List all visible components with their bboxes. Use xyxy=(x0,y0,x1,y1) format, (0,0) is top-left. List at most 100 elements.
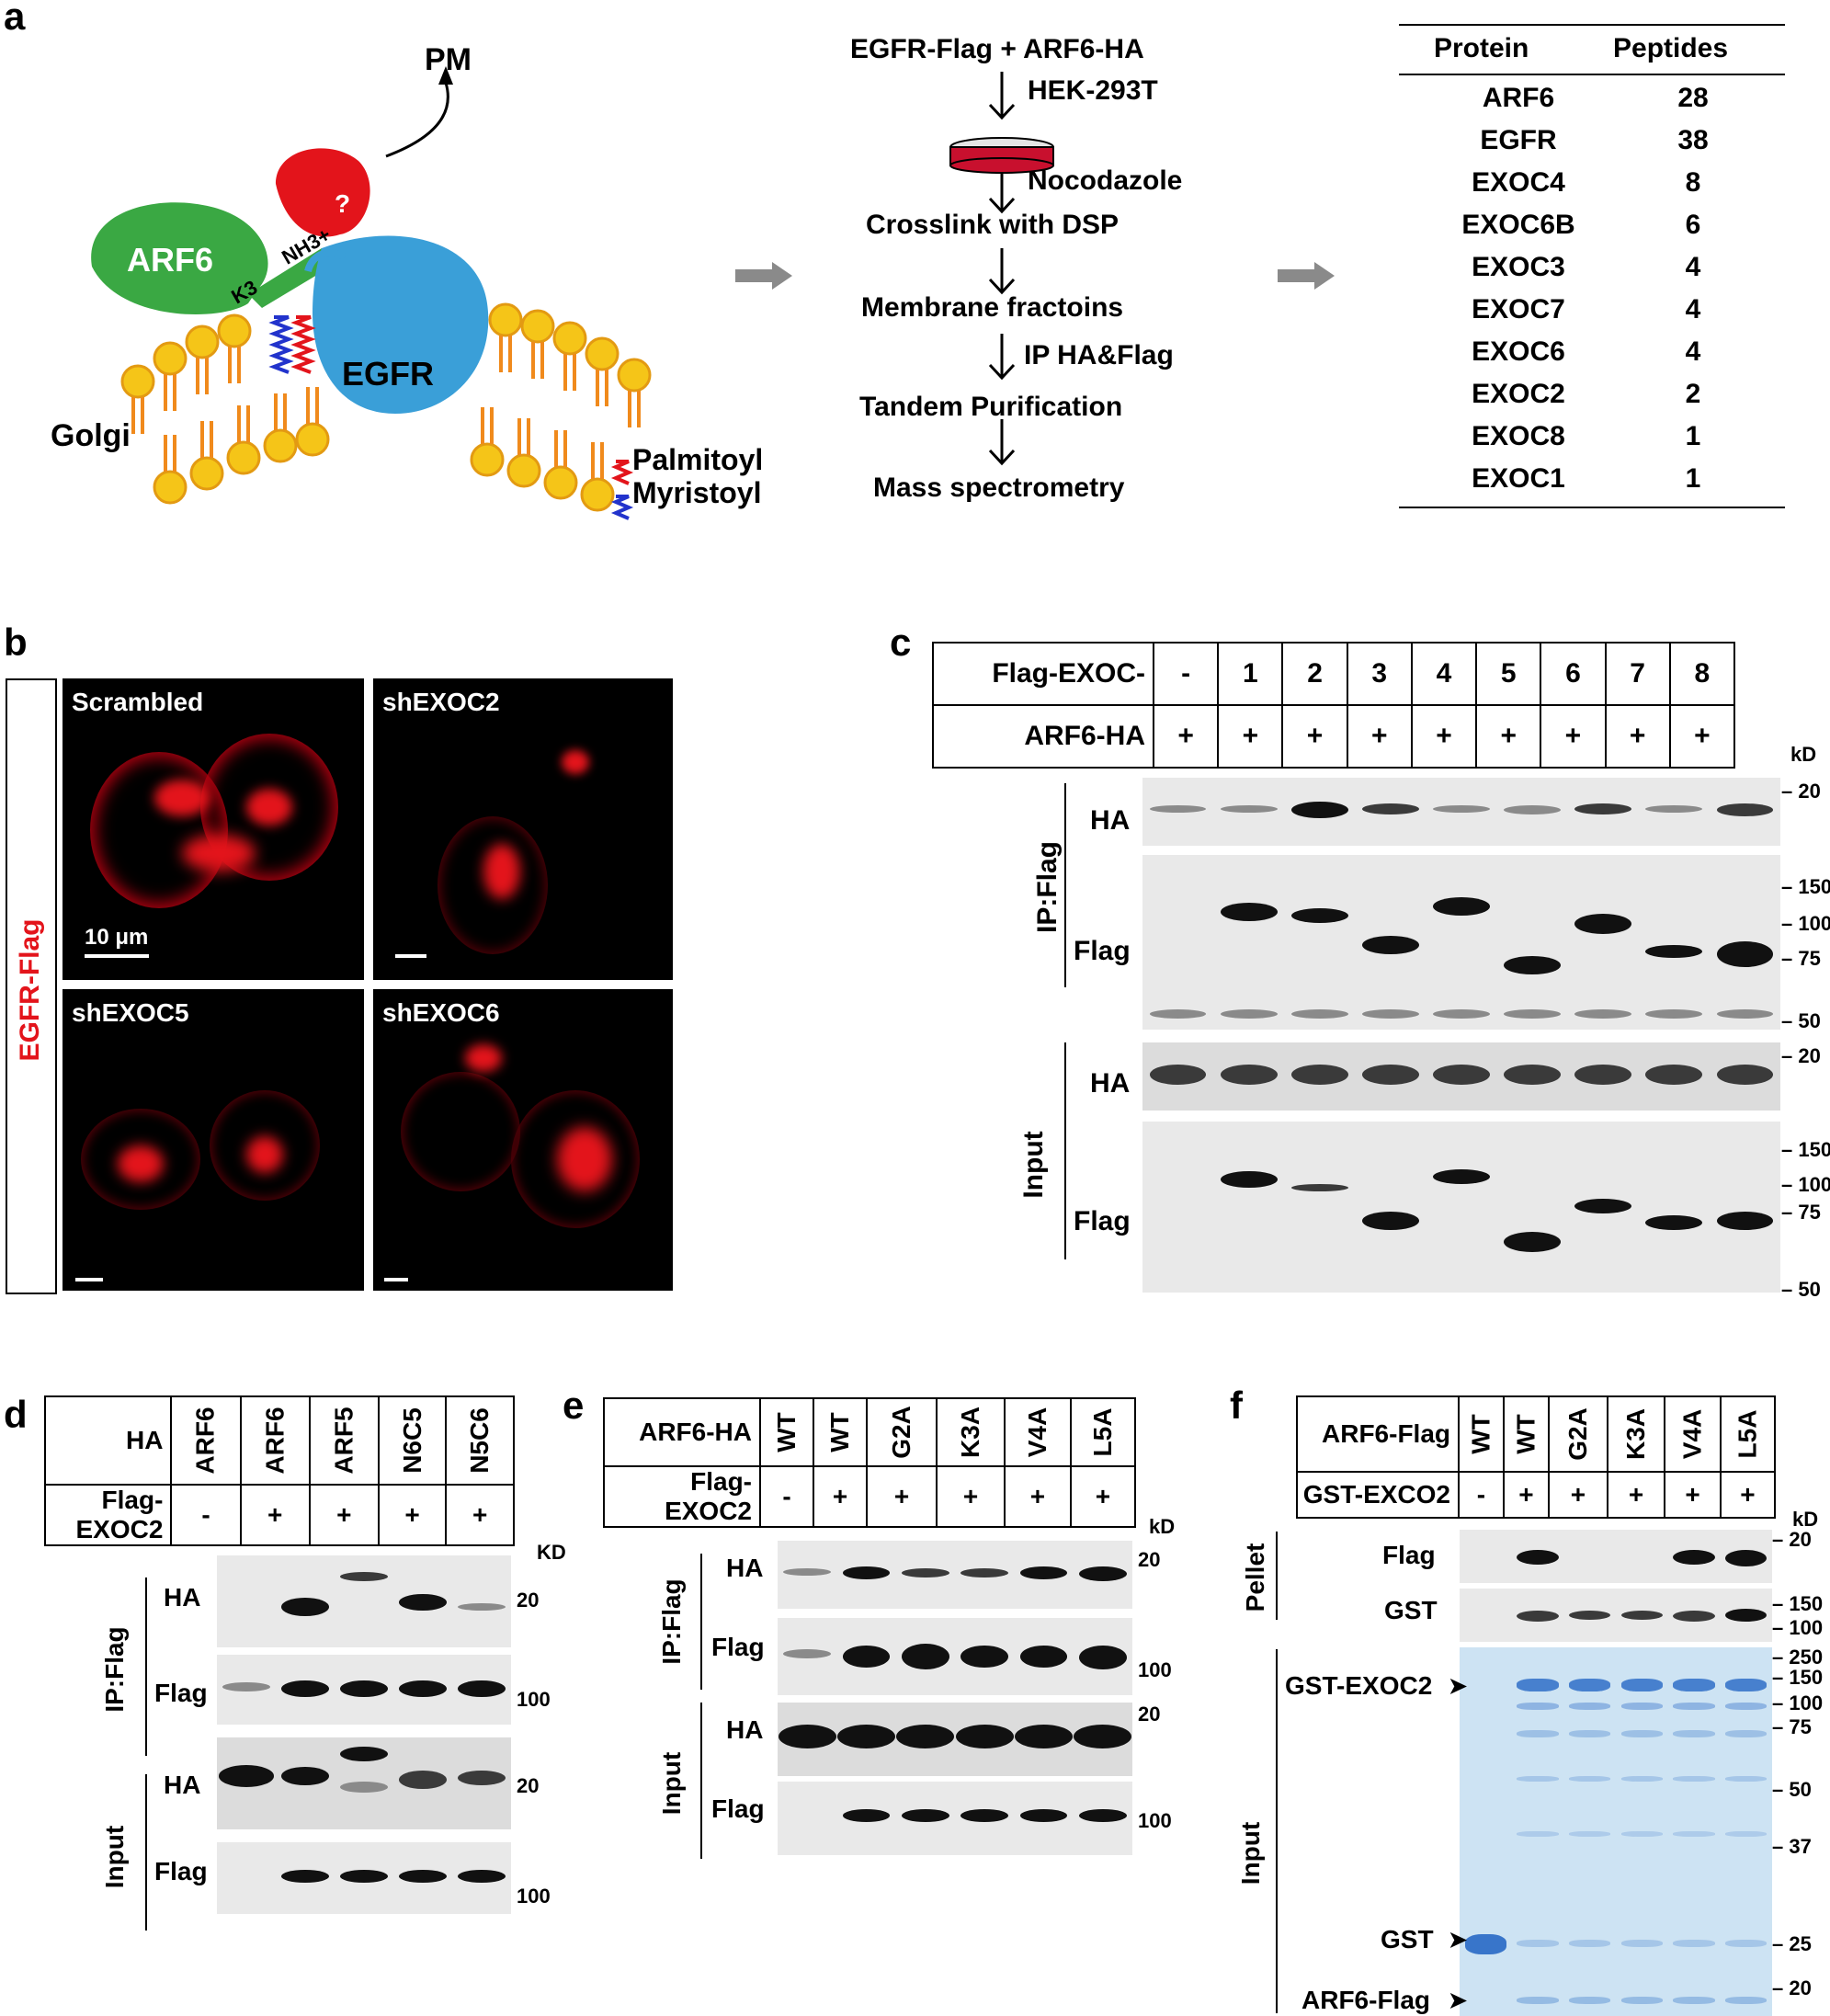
workflow-step-1: EGFR-Flag + ARF6-HA xyxy=(850,34,1144,64)
gel-band xyxy=(1620,1679,1663,1691)
blot-band xyxy=(1149,1065,1207,1085)
workflow-step-2: Crosslink with DSP xyxy=(866,210,1120,240)
panel-d-blot-ip-flag xyxy=(217,1655,511,1725)
blot-band xyxy=(1620,1611,1663,1620)
blot-band xyxy=(340,1572,388,1581)
arf6-label: ARF6 xyxy=(127,241,214,279)
blot-band xyxy=(1079,1646,1127,1669)
peptide-count: 4 xyxy=(1685,252,1701,282)
panel-f-coomassie-gel xyxy=(1460,1647,1772,2016)
egfr-label: EGFR xyxy=(342,355,435,393)
gel-band xyxy=(1725,1831,1767,1837)
blot-band xyxy=(1290,1184,1348,1191)
mw-marker: – 75 xyxy=(1781,1201,1821,1224)
blot-band xyxy=(842,1566,891,1579)
condition-cell: - xyxy=(170,1484,242,1546)
gel-band xyxy=(1464,1934,1506,1954)
panel-c-blot-ip-ha xyxy=(1142,778,1780,846)
peptide-count: 28 xyxy=(1677,83,1709,113)
condition-cell: - xyxy=(758,1465,815,1528)
gel-label-arf6-flag: ARF6-Flag xyxy=(1301,1986,1430,2014)
blot-band xyxy=(1574,914,1632,934)
condition-cell: + xyxy=(1475,704,1542,769)
table-header-protein: Protein xyxy=(1434,33,1529,63)
gel-band xyxy=(1725,1730,1767,1737)
gel-band xyxy=(1725,1703,1767,1710)
peptide-row: ARF6 28 xyxy=(1399,83,1785,125)
peptide-count: 4 xyxy=(1685,336,1701,367)
condition-cell: V4A xyxy=(1003,1397,1072,1467)
gel-band xyxy=(1569,1730,1611,1737)
legend-palmitoyl: Palmitoyl xyxy=(632,443,764,476)
condition-row1-label: HA xyxy=(43,1395,173,1486)
condition-cell: + xyxy=(239,1484,311,1546)
blot-band xyxy=(1149,805,1207,813)
blot-band xyxy=(340,1747,388,1761)
condition-row2-label: ARF6-HA xyxy=(932,704,1154,769)
panel-e-blot-label-2: Flag xyxy=(711,1633,765,1661)
peptide-protein: EXOC4 xyxy=(1472,167,1565,198)
peptide-protein: EXOC3 xyxy=(1472,252,1565,282)
blot-band xyxy=(1149,1009,1207,1019)
panel-e-blot-input-flag xyxy=(778,1782,1132,1855)
condition-row1-label: ARF6-HA xyxy=(603,1397,761,1467)
panel-d-blot-input-ha xyxy=(217,1737,511,1829)
blot-band xyxy=(896,1725,955,1748)
condition-row2: Flag-EXOC2-++++ xyxy=(43,1484,515,1546)
blot-band xyxy=(340,1782,388,1793)
blot-band xyxy=(1645,1065,1703,1085)
panel-c-label: c xyxy=(890,621,912,664)
blot-band xyxy=(1290,1065,1348,1085)
table-bottom-rule xyxy=(1399,507,1785,508)
condition-cell: + xyxy=(1003,1465,1072,1528)
peptide-protein: EXOC1 xyxy=(1472,463,1565,494)
panel-d-label: d xyxy=(4,1393,28,1436)
blot-band xyxy=(399,1771,447,1789)
blot-band xyxy=(1433,805,1490,813)
blot-band xyxy=(778,1725,836,1748)
blot-band xyxy=(1673,1611,1715,1622)
condition-cell: 2 xyxy=(1281,642,1348,706)
blot-band xyxy=(902,1809,949,1822)
panel-c-input-label: Input xyxy=(1018,1131,1049,1199)
peptide-protein: EXOC8 xyxy=(1472,421,1565,451)
panel-d-blot-label-3: HA xyxy=(164,1771,201,1799)
blot-band xyxy=(1290,802,1348,818)
panel-d-mw-1: 20 xyxy=(517,1589,540,1612)
blot-band xyxy=(222,1682,270,1691)
condition-cell: K3A xyxy=(936,1397,1006,1467)
blot-band xyxy=(1220,1065,1278,1085)
blot-band xyxy=(1019,1566,1068,1579)
question-mark: ? xyxy=(335,189,351,218)
condition-cell: + xyxy=(1547,1470,1608,1520)
condition-cell: + xyxy=(1069,1465,1137,1528)
blot-band xyxy=(1362,1212,1419,1230)
condition-cell: 5 xyxy=(1475,642,1542,706)
panel-c-blot-label-2: Flag xyxy=(1074,936,1131,966)
peptide-protein: ARF6 xyxy=(1482,83,1555,113)
condition-cell: L5A xyxy=(1719,1395,1777,1473)
table-header-rule xyxy=(1399,74,1785,75)
blot-band xyxy=(281,1870,329,1883)
blot-band xyxy=(1716,1065,1774,1085)
gel-band xyxy=(1517,1703,1559,1710)
blot-band xyxy=(1220,805,1278,813)
mw-marker: – 100 xyxy=(1772,1616,1824,1639)
condition-cell: + xyxy=(1281,704,1348,769)
workflow-side-hek: HEK-293T xyxy=(1028,75,1158,106)
gel-band xyxy=(1620,1831,1663,1837)
panel-e-ip-bracket xyxy=(700,1554,702,1690)
gel-band xyxy=(1517,1831,1559,1837)
gel-band xyxy=(1569,1831,1611,1837)
mw-marker: – 75 xyxy=(1772,1715,1812,1738)
gel-band xyxy=(1673,1831,1715,1837)
blot-band xyxy=(1574,1065,1632,1085)
blot-band xyxy=(281,1598,329,1616)
micrograph-caption-scrambled: Scrambled xyxy=(72,688,204,716)
condition-cell: WT xyxy=(813,1397,869,1467)
gel-band xyxy=(1673,1730,1715,1737)
